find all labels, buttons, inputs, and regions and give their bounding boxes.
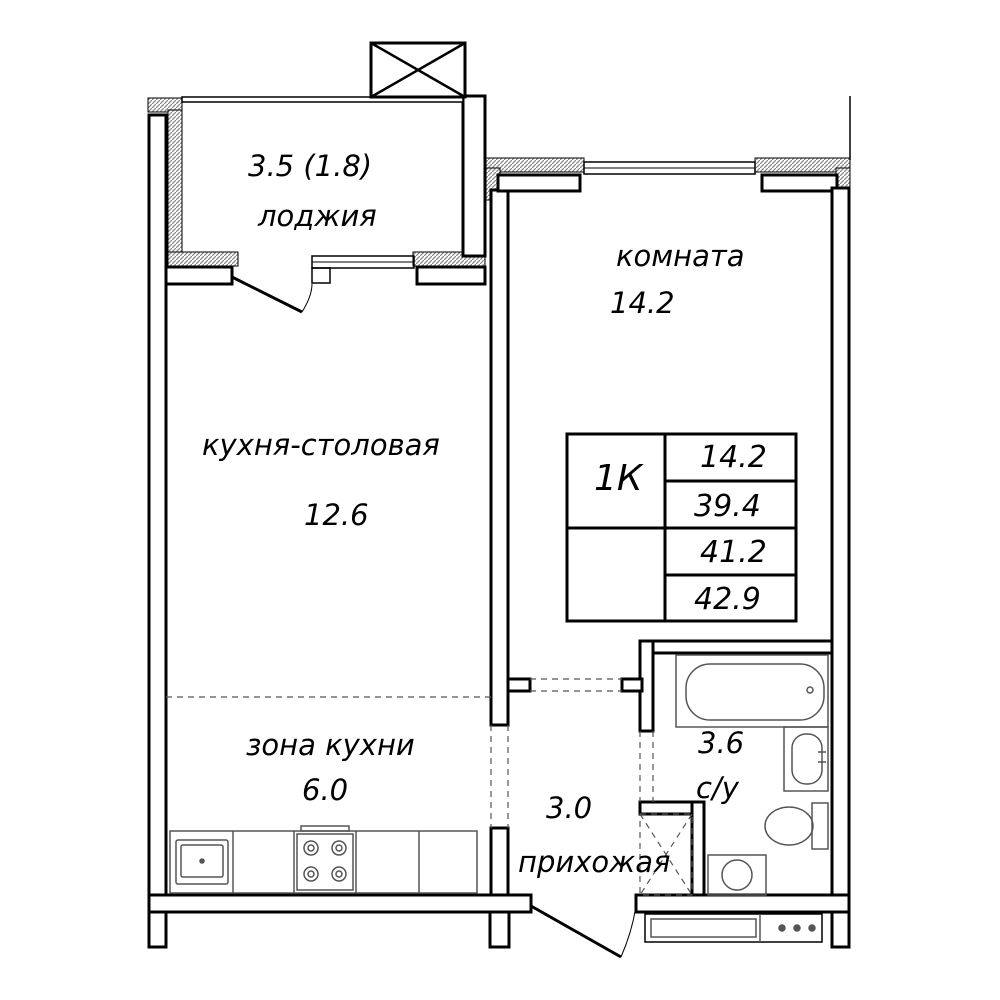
entrance-door-leaf [530, 904, 622, 959]
cooktop [296, 833, 354, 891]
kitchen-zone-name: зона кухни [246, 728, 415, 762]
hall-wall-stub [489, 826, 510, 900]
bathtub [675, 654, 829, 728]
room-name: комната [616, 239, 745, 273]
south-wall-right [634, 893, 851, 914]
loggia-name: лоджия [257, 199, 377, 233]
fixtures [169, 654, 829, 943]
ventilation-shaft [369, 41, 467, 99]
room-window-jamb-right [760, 173, 839, 193]
total-area-value: 39.4 [694, 489, 761, 524]
kitchen-room-wall [489, 188, 510, 727]
washing-machine [707, 854, 767, 896]
loggia-partition-right [415, 265, 487, 286]
kitchen-zone-area: 6.0 [302, 773, 348, 807]
west-wall [147, 113, 168, 899]
entrance-door-swing [620, 905, 637, 958]
loggia-area: 3.5 (1.8) [248, 149, 372, 183]
bathroom-area: 3.6 [698, 726, 744, 760]
hallway-name: прихожая [518, 845, 670, 879]
summary-table [565, 432, 798, 623]
toilet-tank [811, 802, 829, 850]
apartment-type: 1К [594, 458, 644, 499]
toilet-bowl [764, 806, 814, 846]
door-stub-room [620, 677, 644, 693]
bathroom-top-wall [638, 639, 834, 655]
hall-niche [639, 813, 693, 896]
total-reduced-loggia-value: 41.2 [700, 535, 767, 570]
washbasin [783, 726, 829, 792]
loggia-door-leaf [231, 275, 303, 314]
living-area-value: 14.2 [700, 440, 767, 475]
kitchen-dining-name: кухня-столовая [202, 428, 440, 462]
hallway-area: 3.0 [546, 791, 592, 825]
cooktop-burners [303, 840, 347, 882]
loggia-door-swing [301, 283, 313, 313]
bathroom-left-lower-wall [690, 800, 706, 897]
electrical-panel [644, 913, 823, 943]
loggia-top-rail [181, 96, 464, 103]
door-stub-kitchen [506, 677, 532, 693]
openings [166, 41, 851, 959]
walls [147, 94, 851, 949]
room-window-jamb-left [496, 173, 582, 193]
kitchen-sink [175, 839, 229, 885]
kitchen-dining-area: 12.6 [304, 498, 369, 532]
loggia-right-wall [461, 94, 487, 258]
loggia-partition-left [164, 265, 234, 286]
ventilation-shaft-cross [370, 41, 466, 99]
room-area: 14.2 [610, 286, 675, 320]
east-wall [830, 186, 851, 899]
south-wall-left [147, 893, 533, 914]
bathroom-name: с/у [696, 771, 740, 805]
total-with-loggia-value: 42.9 [694, 582, 761, 617]
